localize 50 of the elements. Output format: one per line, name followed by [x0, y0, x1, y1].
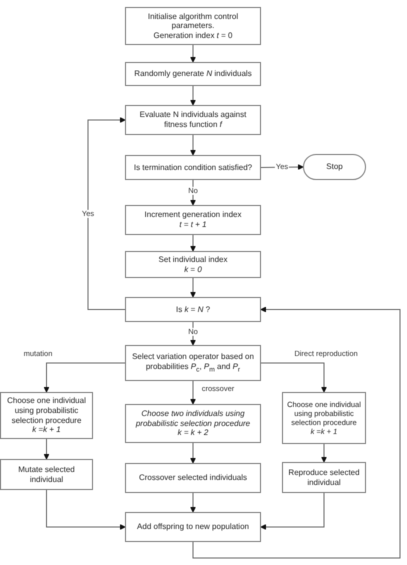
process-box [125, 512, 261, 542]
arrow [260, 362, 327, 392]
process-box [125, 62, 261, 86]
node-text: k =k + 1 [32, 425, 61, 435]
arrow [190, 492, 196, 512]
node-text: Randomly generate N individuals [134, 69, 252, 79]
node-text: t = t + 1 [179, 220, 207, 230]
arrow [190, 134, 196, 156]
arrow [46, 490, 126, 530]
arrow [190, 380, 196, 404]
node-text: Initialise algorithm control parameters. [146, 12, 240, 31]
node-text: Mutate selected individual [17, 464, 76, 484]
process-box [125, 404, 261, 443]
node-text: k = k + 2 [178, 428, 208, 438]
process-box [282, 462, 366, 493]
node-text: Increment generation index [144, 210, 242, 220]
decision-box [125, 155, 261, 180]
node-text: Set individual index [158, 254, 228, 264]
arrow [88, 117, 126, 310]
process-box [125, 105, 261, 135]
node-text: Stop [326, 162, 343, 172]
arrow [44, 362, 126, 392]
process-box [125, 205, 261, 235]
arrow [192, 306, 400, 558]
node-text: Is termination condition satisfied? [134, 162, 252, 172]
arrow [260, 492, 324, 530]
node-text: Evaluate N individuals against fitness function f [138, 110, 248, 130]
decision-box [125, 345, 261, 381]
process-box [282, 392, 366, 444]
node-text: Crossover selected individuals [138, 473, 248, 483]
node-text: Add offspring to new population [137, 522, 249, 532]
process-box [0, 459, 93, 490]
arrow [190, 442, 196, 464]
arrow [190, 86, 196, 106]
arrow [190, 44, 196, 62]
arrow [190, 234, 196, 252]
process-box [125, 7, 261, 45]
process-box [0, 392, 93, 439]
node-text: Is k = N ? [176, 304, 210, 314]
arrow [321, 444, 327, 462]
node-text: k = 0 [184, 264, 202, 274]
terminal-box [303, 154, 366, 180]
decision-box [125, 297, 261, 322]
node-text: Reproduce selected individual [287, 468, 361, 488]
process-box [125, 463, 261, 493]
arrow [190, 278, 196, 298]
arrow [44, 438, 50, 460]
node-text: Generation index t = 0 [154, 30, 232, 40]
node-text: Select variation operator based on probabilities P$_{c}$, P$_{m}$ and P$_{r}$ [131, 352, 255, 374]
process-box [125, 251, 261, 278]
